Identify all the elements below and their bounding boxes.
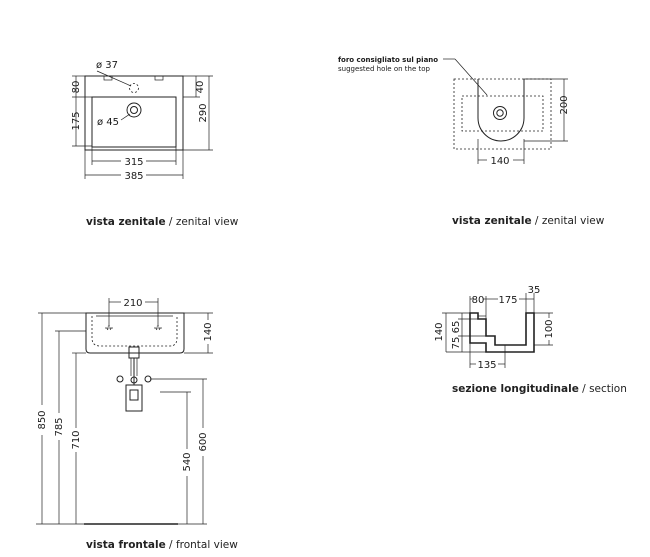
caption-frontal: vista frontale / frontal view — [86, 539, 238, 551]
dim-80: 80 — [71, 81, 82, 94]
leader-large-hole — [120, 113, 131, 121]
dim-850: 850 — [37, 410, 48, 429]
section-profile — [469, 312, 535, 353]
top-view-basin: ø 37 ø 45 80 175 40 290 315 385 — [71, 60, 213, 182]
caption-section: sezione longitudinale / section — [452, 383, 627, 395]
dim-hole-large: ø 45 — [97, 117, 119, 128]
dim-100-section: 100 — [544, 319, 555, 338]
section-view: 80 175 35 140 75 65 100 135 — [434, 285, 555, 371]
basin-front-outline — [85, 312, 185, 354]
hole-drain-inner — [496, 109, 504, 117]
dim-315: 315 — [124, 157, 143, 168]
basin-outline — [84, 75, 184, 151]
fixing-hole-left — [116, 375, 124, 383]
dim-65-section: 65 — [451, 321, 462, 334]
dim-385: 385 — [124, 171, 143, 182]
drain-outer-circle — [126, 102, 142, 118]
tap-hole-small — [129, 83, 139, 93]
basin-bowl — [91, 96, 177, 148]
trap-body — [125, 384, 143, 412]
dim-140-section: 140 — [434, 322, 445, 341]
dim-140-hole: 140 — [490, 156, 509, 167]
dim-175: 175 — [71, 111, 82, 130]
front-view: 210 140 850 785 710 540 600 — [36, 298, 214, 525]
hole-note-line1: foro consigliato sul piano — [338, 56, 438, 64]
dim-140-front: 140 — [203, 322, 214, 341]
top-view-hole: foro consigliato sul piano suggested hol… — [338, 56, 570, 167]
dim-135-section: 135 — [477, 360, 496, 371]
overflow-slot-left — [103, 75, 113, 81]
basin-front-bowl — [91, 316, 178, 347]
drain-inner-circle — [130, 106, 138, 114]
dim-710: 710 — [71, 430, 82, 449]
dim-80-section: 80 — [472, 295, 485, 306]
dim-35-section: 35 — [528, 285, 541, 296]
caption-zenital-right: vista zenitale / zenital view — [452, 215, 605, 227]
counter-inner — [461, 95, 544, 132]
dim-hole-small: ø 37 — [96, 60, 118, 71]
dim-175-section: 175 — [498, 295, 517, 306]
dim-40: 40 — [195, 81, 206, 94]
leader-small-hole — [96, 70, 132, 87]
dim-600: 600 — [198, 432, 209, 451]
hole-outline — [477, 79, 525, 142]
overflow-slot-right — [154, 75, 164, 81]
hole-note-line2: suggested hole on the top — [338, 65, 431, 73]
leader-hole-note — [454, 58, 488, 96]
dim-210: 210 — [123, 298, 142, 309]
dim-785: 785 — [54, 417, 65, 436]
dim-540: 540 — [182, 452, 193, 471]
hole-drain-outer — [493, 106, 507, 120]
dim-75-section: 75 — [451, 337, 462, 350]
dim-200: 200 — [559, 95, 570, 114]
dim-290: 290 — [198, 103, 209, 122]
caption-zenital-left: vista zenitale / zenital view — [86, 216, 239, 228]
counter-outline — [453, 78, 552, 150]
